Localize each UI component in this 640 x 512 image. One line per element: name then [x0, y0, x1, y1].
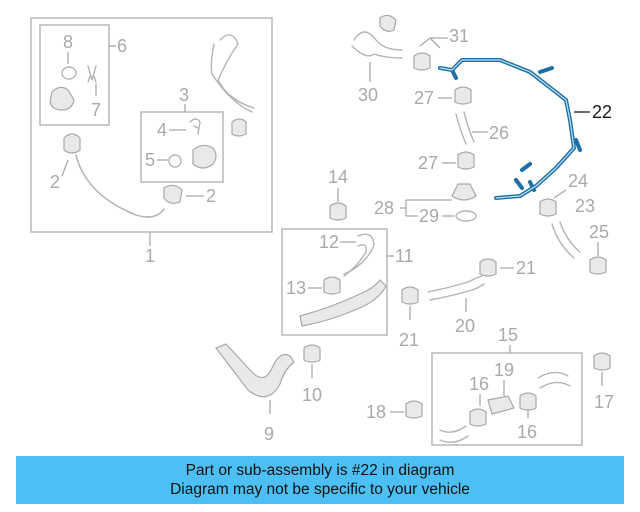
callout-24[interactable]: 24: [568, 171, 588, 191]
callout-9[interactable]: 9: [264, 424, 274, 444]
banner-line-2: Diagram may not be specific to your vehi…: [170, 481, 470, 498]
clamp-part-13: [323, 276, 341, 295]
callout-6[interactable]: 6: [117, 36, 127, 56]
callout-23[interactable]: 23: [575, 196, 595, 216]
callout-2a[interactable]: 2: [50, 172, 60, 192]
group-box-3: [140, 111, 224, 183]
clamp-part-21b: [401, 286, 419, 305]
callout-25[interactable]: 25: [589, 222, 609, 242]
hose-clamp-part-2b: [163, 184, 183, 204]
info-banner: Part or sub-assembly is #22 in diagram D…: [16, 456, 624, 504]
clamp-part-16a: [469, 408, 487, 427]
banner-line-1: Part or sub-assembly is #22 in diagram: [185, 462, 455, 479]
clamp-part-27a: [454, 86, 472, 105]
clamp-part-25: [589, 256, 607, 275]
clamp-part-31b: [413, 52, 431, 71]
group-box-15: [431, 352, 583, 446]
clamp-part-27b: [457, 151, 475, 170]
clamp-part-21a: [479, 258, 497, 277]
callout-5[interactable]: 5: [145, 150, 155, 170]
clamp-part-31a: [379, 14, 397, 32]
fitting-part-19: [487, 395, 515, 415]
hose-part-15a: [537, 371, 571, 389]
callout-15[interactable]: 15: [498, 325, 518, 345]
callout-14[interactable]: 14: [328, 167, 348, 187]
thermostat-housing-part: [49, 86, 75, 111]
group-box-11: [281, 228, 388, 336]
bypass-hose-part: [217, 34, 255, 109]
pipe-part-9: [215, 343, 295, 398]
clamp-part-10: [303, 344, 321, 363]
callout-18[interactable]: 18: [366, 402, 386, 422]
callout-4[interactable]: 4: [157, 120, 167, 140]
callout-12[interactable]: 12: [319, 232, 339, 252]
callout-17[interactable]: 17: [594, 392, 614, 412]
clamp-part-18: [405, 400, 423, 419]
callout-31[interactable]: 31: [449, 26, 469, 46]
hose-clamp-part-2a: [63, 133, 81, 154]
callout-26[interactable]: 26: [489, 123, 509, 143]
pipe-part-11: [299, 279, 387, 327]
callout-28[interactable]: 28: [374, 198, 394, 218]
clamp-part-14: [329, 202, 347, 221]
callout-21b[interactable]: 21: [399, 330, 419, 350]
fitting-part-28: [451, 183, 477, 201]
callout-22[interactable]: 22: [592, 102, 612, 122]
callout-7[interactable]: 7: [91, 100, 101, 120]
part-22-highlighted-pipe[interactable]: [438, 58, 582, 200]
callout-13[interactable]: 13: [286, 278, 306, 298]
callout-11[interactable]: 11: [395, 246, 414, 266]
clamp-part-24: [539, 198, 557, 217]
callout-16a[interactable]: 16: [469, 374, 489, 394]
callout-20[interactable]: 20: [455, 316, 475, 336]
hose-part-23: [551, 221, 581, 259]
callout-16b[interactable]: 16: [517, 422, 537, 442]
hose-part-26: [455, 111, 475, 145]
clip-part-4: [189, 118, 201, 135]
callout-10[interactable]: 10: [302, 385, 322, 405]
clamp-part-16b: [519, 392, 537, 411]
water-outlet-part: [192, 144, 217, 169]
clamp-part-17: [593, 352, 611, 371]
callout-21a[interactable]: 21: [516, 258, 536, 278]
hose-part-12: [343, 233, 375, 277]
callout-27a[interactable]: 27: [414, 88, 434, 108]
callout-30[interactable]: 30: [358, 85, 378, 105]
group-box-1: [30, 17, 273, 233]
callout-29[interactable]: 29: [419, 206, 439, 226]
group-box-6: [39, 24, 110, 126]
callout-1[interactable]: 1: [145, 246, 155, 266]
callout-8[interactable]: 8: [63, 32, 73, 52]
hose-clamp-part-box1: [231, 118, 247, 137]
hose-part-15b: [439, 425, 469, 443]
clip-part-7: [87, 65, 97, 83]
hose-part-30: [353, 31, 403, 51]
callout-2b[interactable]: 2: [206, 186, 216, 206]
callout-19[interactable]: 19: [494, 360, 514, 380]
callout-27b[interactable]: 27: [418, 153, 438, 173]
hose-part-20: [427, 275, 485, 301]
callout-3[interactable]: 3: [179, 85, 189, 105]
